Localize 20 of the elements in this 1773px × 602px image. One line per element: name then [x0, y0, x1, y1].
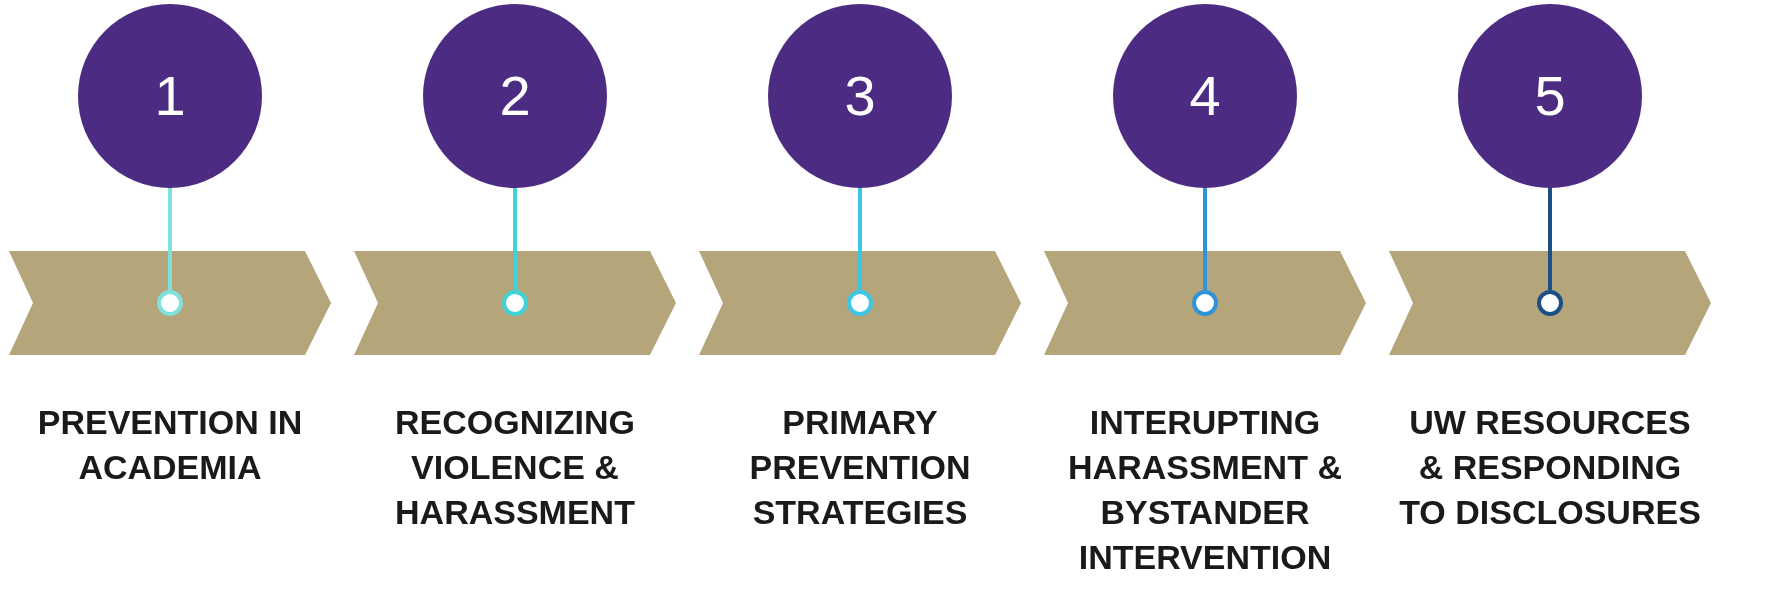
chevron-band [9, 251, 331, 355]
step-number: 1 [154, 68, 186, 124]
connector-line [513, 188, 517, 290]
chevron-band [1044, 251, 1366, 355]
connector-line [1203, 188, 1207, 290]
step-title: PREVENTION IN ACADEMIA [36, 402, 304, 488]
connector-line [858, 188, 862, 290]
step-title: RECOGNIZING VIOLENCE & HARASSMENT [394, 402, 636, 533]
connector-line [1548, 188, 1552, 290]
step-title: INTERUPTING HARASSMENT & BYSTANDER INTERVENTION [1067, 402, 1343, 578]
step-number: 3 [844, 68, 876, 124]
chevron-band [699, 251, 1021, 355]
step-number: 5 [1534, 68, 1566, 124]
chevron-band [1389, 251, 1711, 355]
chevron-band [354, 251, 676, 355]
step-title: PRIMARY PREVENTION STRATEGIES [748, 402, 972, 533]
step-number: 2 [499, 68, 531, 124]
connector-line [168, 188, 172, 290]
step-title: UW RESOURCES & RESPONDING TO DISCLOSURES [1398, 402, 1702, 533]
step-number: 4 [1189, 68, 1221, 124]
